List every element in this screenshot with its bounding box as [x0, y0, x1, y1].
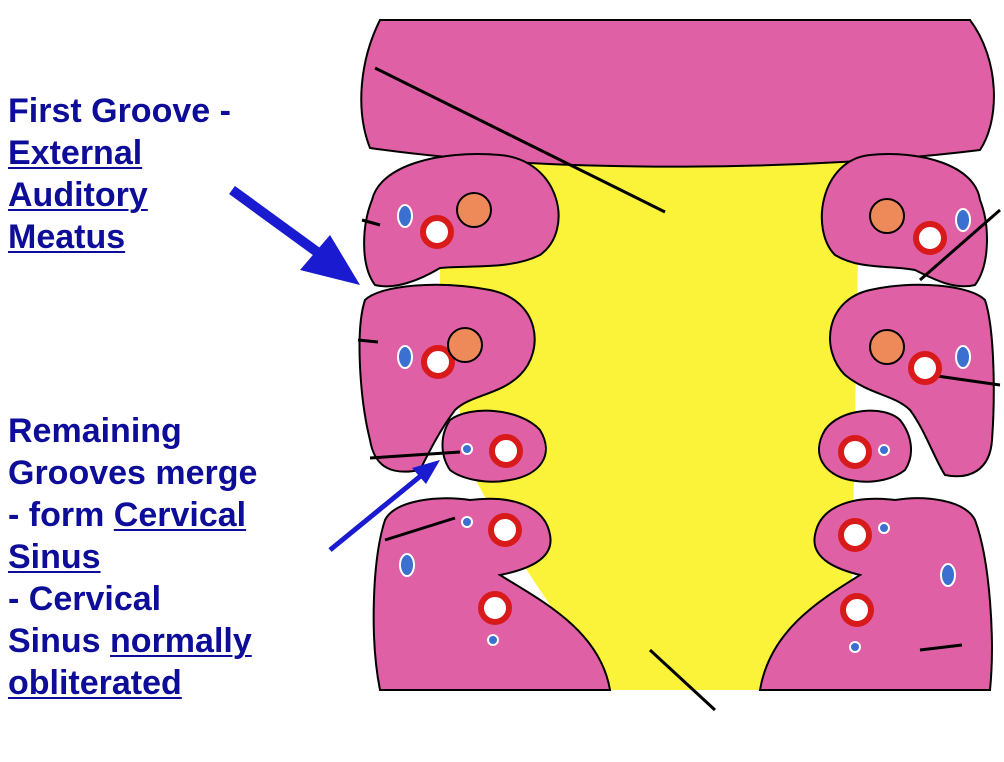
nerve-dot [850, 642, 860, 652]
sinus-prefix-text: Sinus [8, 622, 110, 660]
auditory-text: Auditory [8, 176, 148, 214]
meatus-text: Meatus [8, 218, 125, 256]
normally-text: normally [110, 622, 252, 660]
artery-ring [481, 594, 509, 622]
nerve-dot [488, 635, 498, 645]
obliterated-text: obliterated [8, 664, 182, 702]
cartilage-dot [870, 330, 904, 364]
cartilage-dot [870, 199, 904, 233]
external-text: External [8, 134, 142, 172]
artery-ring [843, 596, 871, 624]
nerve-dot [879, 445, 889, 455]
top-region [361, 20, 994, 167]
artery-ring [424, 348, 452, 376]
artery-ring [423, 218, 451, 246]
artery-ring [916, 224, 944, 252]
artery-ring [492, 437, 520, 465]
nerve-dot [956, 209, 970, 231]
artery-ring [911, 354, 939, 382]
nerve-dot [956, 346, 970, 368]
pointer-line [358, 340, 378, 342]
first-groove-title: First Groove - [8, 90, 328, 132]
cervical-line-text: - Cervical [8, 578, 348, 620]
nerve-dot [462, 444, 472, 454]
cartilage-dot [457, 193, 491, 227]
form-prefix-text: - form [8, 496, 114, 534]
artery-ring [841, 521, 869, 549]
cartilage-dot [448, 328, 482, 362]
artery-ring [491, 516, 519, 544]
nerve-dot [398, 346, 412, 368]
grooves-merge-text: Grooves merge [8, 452, 348, 494]
nerve-dot [400, 554, 414, 576]
artery-ring [841, 438, 869, 466]
nerve-dot [398, 205, 412, 227]
remaining-text: Remaining [8, 410, 348, 452]
sinus-text: Sinus [8, 538, 101, 576]
nerve-dot [462, 517, 472, 527]
nerve-dot [941, 564, 955, 586]
cervical-text: Cervical [114, 496, 246, 534]
first-groove-label: First Groove - External Auditory Meatus [8, 90, 328, 258]
remaining-grooves-label: Remaining Grooves merge - form Cervical … [8, 410, 348, 704]
nerve-dot [879, 523, 889, 533]
